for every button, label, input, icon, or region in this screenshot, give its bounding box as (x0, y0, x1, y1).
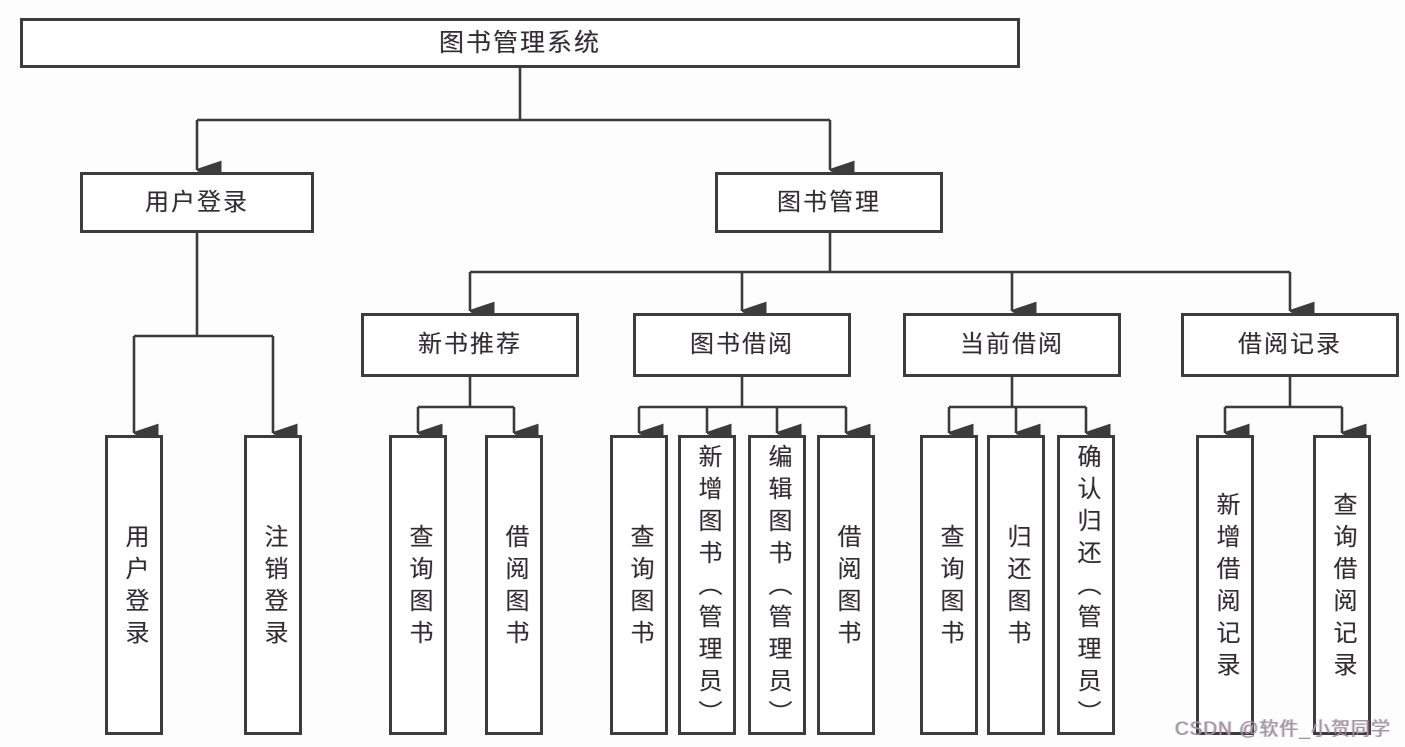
node-current-borrowing: 当前借阅 (903, 313, 1121, 377)
leaf-edit-book-admin: 编辑图书（管理员） (748, 435, 806, 735)
leaf-query-books-1: 查询图书 (389, 435, 447, 735)
node-new-book-recommendation: 新书推荐 (361, 313, 579, 377)
node-book-management: 图书管理 (715, 172, 943, 233)
leaf-query-books-2: 查询图书 (610, 435, 668, 735)
watermark: CSDN @软件_小贺同学 (1175, 719, 1391, 740)
leaf-query-books-3: 查询图书 (920, 435, 978, 735)
leaf-add-book-admin: 新增图书（管理员） (678, 435, 736, 735)
leaf-confirm-return-admin: 确认归还（管理员） (1057, 435, 1115, 735)
leaf-return-book: 归还图书 (987, 435, 1045, 735)
leaf-user-login: 用户登录 (105, 435, 163, 735)
leaf-borrow-books-2: 借阅图书 (817, 435, 875, 735)
node-borrowing-records: 借阅记录 (1181, 313, 1399, 377)
leaf-query-borrow-record: 查询借阅记录 (1313, 435, 1371, 735)
leaf-borrow-books-1: 借阅图书 (485, 435, 543, 735)
node-user-login: 用户登录 (80, 172, 314, 233)
leaf-add-borrow-record: 新增借阅记录 (1196, 435, 1254, 735)
leaf-logout: 注销登录 (244, 435, 302, 735)
node-library-system: 图书管理系统 (20, 18, 1020, 68)
node-book-borrowing: 图书借阅 (633, 313, 851, 377)
